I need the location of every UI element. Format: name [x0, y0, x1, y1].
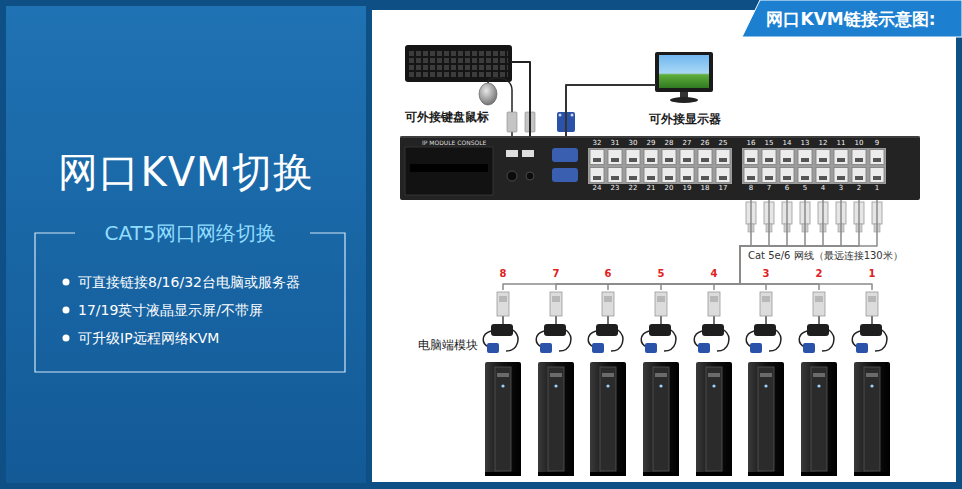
- cable-line: [714, 200, 823, 290]
- label-anchor: 电脑端模块: [418, 338, 478, 352]
- port-number: 26: [696, 139, 714, 147]
- port-number: 14: [778, 139, 796, 147]
- label-anchor: Cat 5e/6 网线（最远连接130米）: [748, 250, 903, 262]
- device-label: 可外接显示器: [649, 112, 721, 126]
- port-number: 1: [868, 184, 886, 192]
- port-number: 32: [588, 139, 606, 147]
- computer-number: 8: [477, 268, 529, 280]
- label-anchor: IP MODULE CONSOLE: [422, 139, 486, 146]
- tab-text: 网口KVM链接示意图:: [766, 8, 935, 30]
- cable-line: [608, 200, 787, 290]
- computer-unit: 5: [635, 290, 687, 478]
- port-number: 3: [832, 184, 850, 192]
- port-number: 11: [832, 139, 850, 147]
- port-number: 13: [796, 139, 814, 147]
- port-number: 17: [714, 184, 732, 192]
- computer-unit: 2: [793, 290, 845, 478]
- cable-line: [503, 200, 751, 290]
- computer-unit: 1: [846, 290, 898, 478]
- port-number: 24: [588, 184, 606, 192]
- cable-line: [740, 200, 877, 290]
- port-number: 27: [678, 139, 696, 147]
- port-number: 28: [660, 139, 678, 147]
- panel-label: IP MODULE CONSOLE: [422, 139, 486, 146]
- port-number: 20: [660, 184, 678, 192]
- computer-unit: 6: [582, 290, 634, 478]
- device-label: 可外接键盘鼠标: [405, 110, 489, 124]
- cable-line: [740, 200, 841, 290]
- port-number-row: 87654321: [742, 184, 886, 192]
- port-number: 4: [814, 184, 832, 192]
- port-number: 23: [606, 184, 624, 192]
- monitor-device: 可外接显示器: [640, 48, 730, 126]
- cable-line: [661, 200, 805, 290]
- bullet-dot: [63, 307, 70, 314]
- cable-line: [556, 200, 769, 290]
- port-number: 25: [714, 139, 732, 147]
- port-number: 9: [868, 139, 886, 147]
- port-number: 21: [642, 184, 660, 192]
- port-number: 6: [778, 184, 796, 192]
- port-number: 10: [850, 139, 868, 147]
- computer-number: 3: [740, 268, 792, 280]
- computer-unit: 4: [688, 290, 740, 478]
- computer-number: 5: [635, 268, 687, 280]
- keyboard-symbol: [405, 45, 518, 82]
- info-outline: [35, 233, 345, 372]
- computer-number: 6: [582, 268, 634, 280]
- right-panel: [372, 10, 956, 482]
- port-number-row: 3231302928272625: [588, 139, 732, 147]
- bullet-dot: [63, 335, 70, 342]
- computer-symbols: [483, 292, 890, 476]
- monitor-symbol: [640, 52, 713, 103]
- port-number: 22: [624, 184, 642, 192]
- computer-number: 2: [793, 268, 845, 280]
- port-number-row: 2423222120191817: [588, 184, 732, 192]
- computer-unit: 7: [530, 290, 582, 478]
- keyboard-device: 可外接键盘鼠标: [400, 42, 518, 124]
- port-number: 7: [760, 184, 778, 192]
- computer-number: 4: [688, 268, 740, 280]
- bullet-dot: [63, 279, 70, 286]
- page-title: 网口KVM切换: [0, 146, 372, 198]
- cable-line: [566, 85, 640, 136]
- port-number: 18: [696, 184, 714, 192]
- computer-number: 7: [530, 268, 582, 280]
- cable-line: [518, 62, 530, 136]
- port-number: 15: [760, 139, 778, 147]
- port-number: 2: [850, 184, 868, 192]
- kvm-switch-body: [400, 136, 920, 200]
- port-number: 31: [606, 139, 624, 147]
- port-number: 19: [678, 184, 696, 192]
- port-number: 30: [624, 139, 642, 147]
- port-number: 16: [742, 139, 760, 147]
- module-label: 电脑端模块: [418, 338, 478, 352]
- feature-text: 可直接链接8/16/32台电脑或服务器: [35, 268, 345, 296]
- port-number: 8: [742, 184, 760, 192]
- computer-unit: 3: [740, 290, 792, 478]
- port-number-row: 161514131211109: [742, 139, 886, 147]
- info-box: CAT5网口网络切换可直接链接8/16/32台电脑或服务器17/19英寸液晶显示…: [35, 220, 345, 378]
- computer-unit: 8: [477, 290, 529, 478]
- cable-label: Cat 5e/6 网线（最远连接130米）: [748, 250, 903, 262]
- port-number: 12: [814, 139, 832, 147]
- port-number: 29: [642, 139, 660, 147]
- left-panel: [6, 6, 366, 483]
- cable-line: [740, 200, 859, 290]
- title-tab: 网口KVM链接示意图:: [742, 2, 960, 36]
- title-anchor: 网口KVM切换: [0, 146, 372, 198]
- title-tab-shape: [742, 0, 962, 37]
- computer-number: 1: [846, 268, 898, 280]
- subtitle-text: CAT5网口网络切换: [35, 220, 345, 246]
- feature-text: 17/19英寸液晶显示屏/不带屏: [35, 296, 345, 324]
- feature-text: 可升级IP远程网络KVM: [35, 324, 345, 352]
- network-plugs: [746, 202, 882, 232]
- port-number: 5: [796, 184, 814, 192]
